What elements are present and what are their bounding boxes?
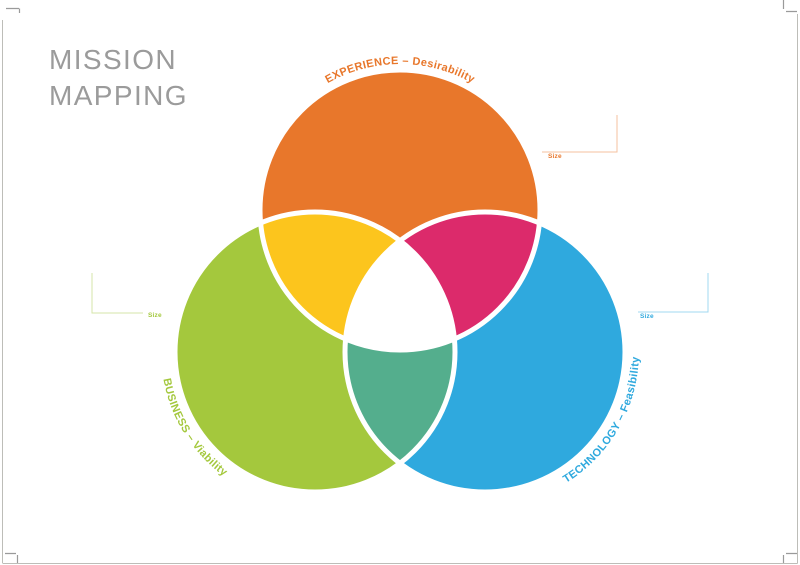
page-title: MISSION MAPPING (49, 42, 188, 114)
page-title-line-2: MAPPING (49, 80, 188, 111)
technology-size-label: Size (640, 313, 654, 320)
crop-mark-top-right-icon (782, 0, 797, 13)
experience-size-label: Size (548, 153, 562, 160)
circle-separators (172, 67, 628, 495)
crop-mark-top-left-icon (6, 7, 21, 13)
business-size-callout: Size (91, 273, 162, 319)
technology-size-callout: Size (638, 273, 709, 320)
crop-mark-bottom-left-icon (5, 552, 19, 563)
business-size-bracket (91, 273, 143, 314)
page-title-line-1: MISSION (49, 44, 178, 75)
experience-size-bracket (542, 115, 618, 153)
page-border (2, 14, 798, 564)
crop-marks (5, 0, 797, 563)
overlap-center (345, 212, 455, 350)
business-size-label: Size (148, 312, 162, 319)
technology-size-bracket (638, 273, 709, 313)
crop-mark-bottom-right-icon (782, 552, 797, 563)
experience-size-callout: Size (542, 115, 618, 160)
